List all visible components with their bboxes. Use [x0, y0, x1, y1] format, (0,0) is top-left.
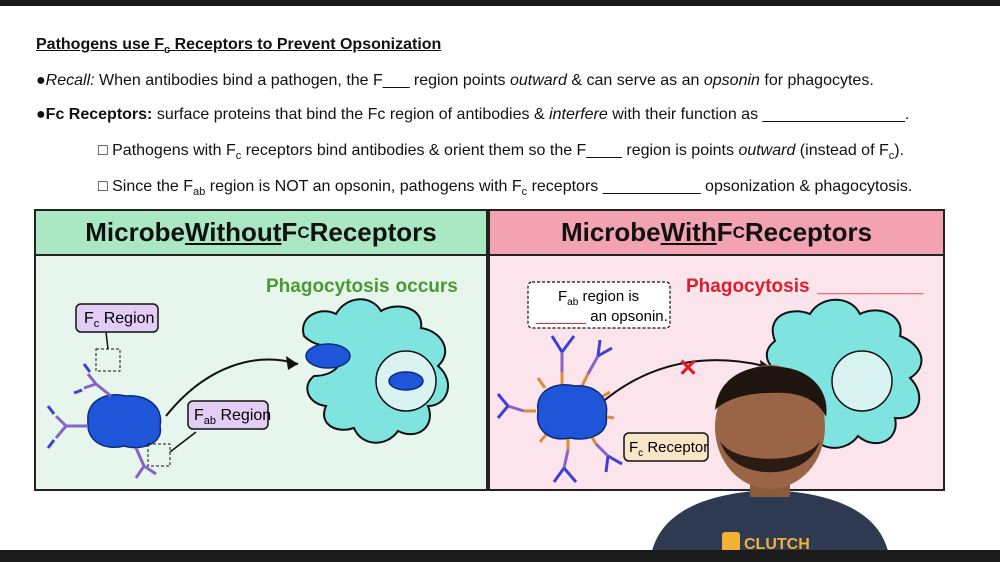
blocked-x-mark: ✕	[678, 355, 698, 382]
presenter-video: CLUTCH	[650, 365, 890, 562]
bottom-border	[0, 550, 1000, 562]
inverted-antibodies	[496, 335, 623, 483]
antibody-top	[73, 363, 112, 398]
antibody-bottom	[134, 447, 157, 479]
top-border	[0, 0, 1000, 6]
fc-receptors-bullet: ●Fc Receptors: surface proteins that bin…	[36, 106, 910, 123]
phagocytosis-blocked-label: Phagocytosis__________	[686, 276, 924, 297]
sub-bullet-orientation: □ Pathogens with Fc receptors bind antib…	[98, 142, 905, 163]
phagocytosis-arrow	[165, 358, 299, 417]
empty-phagosome	[831, 350, 893, 412]
blocked-arrow	[599, 359, 773, 405]
fc-region-label: Fc Region	[84, 310, 154, 330]
shirt-logo: CLUTCH	[744, 536, 810, 553]
fab-region-label: Fab Region	[194, 407, 271, 427]
opsonin-note-box	[527, 281, 671, 329]
fab-region-dashed-box	[147, 443, 171, 467]
opsonin-note-line2: ______ an opsonin.	[535, 308, 668, 325]
antibody-left	[46, 405, 88, 449]
engulfed-microbe	[305, 343, 351, 369]
opsonin-note-line1: Fab region is	[558, 288, 639, 308]
arrow-head	[286, 356, 298, 370]
recall-bullet: ●Recall: When antibodies bind a pathogen…	[36, 72, 874, 89]
sub-bullet-opsonization: □ Since the Fab region is NOT an opsonin…	[98, 178, 913, 199]
microbe	[87, 394, 162, 449]
fc-receptor-label: Fc Receptor	[629, 439, 708, 459]
fc-region-dashed-box	[95, 348, 121, 372]
internalized-microbe	[388, 371, 424, 391]
microbe	[536, 384, 608, 440]
presenter-beard	[720, 440, 820, 473]
presenter-hair	[715, 366, 827, 417]
page-title: Pathogens use Fc Receptors to Prevent Op…	[36, 36, 442, 57]
presenter-shirt	[650, 490, 890, 562]
